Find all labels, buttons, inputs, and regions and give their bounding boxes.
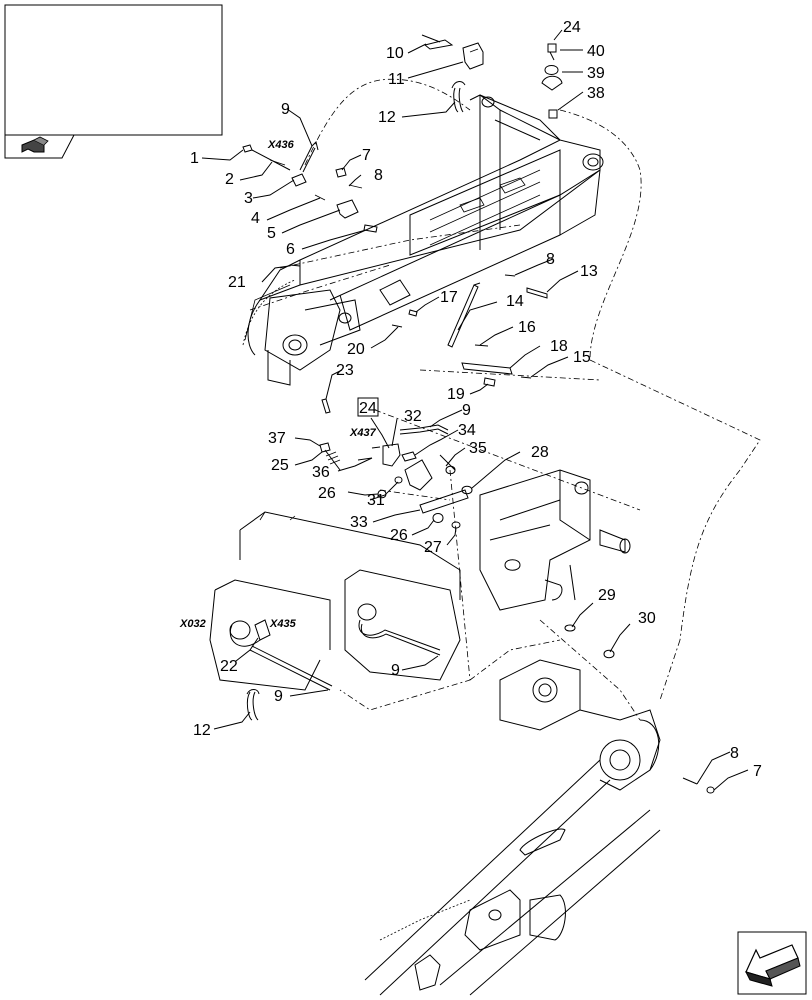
callout-22[interactable]: 22 [220, 658, 238, 675]
callout-29[interactable]: 29 [598, 587, 616, 604]
callout-25[interactable]: 25 [271, 457, 289, 474]
callout-9b[interactable]: 9 [462, 402, 471, 419]
callout-18[interactable]: 18 [550, 338, 568, 355]
callout-6[interactable]: 6 [286, 241, 295, 258]
callout-7a[interactable]: 7 [362, 147, 371, 164]
callout-8c[interactable]: 8 [730, 745, 739, 762]
sensor-linkage-assembly [319, 398, 473, 529]
connector-labels: X436 X437 X032 X435 [179, 139, 377, 630]
callout-28[interactable]: 28 [531, 444, 549, 461]
pivot-bracket-left [242, 279, 361, 386]
callout-21[interactable]: 21 [228, 274, 246, 291]
leader-lines [201, 29, 749, 791]
callout-31[interactable]: 31 [367, 492, 385, 509]
callout-8a[interactable]: 8 [374, 167, 383, 184]
harness-thumbnail-icon [21, 136, 49, 153]
callout-2[interactable]: 2 [225, 171, 234, 188]
callout-24b[interactable]: 24 [359, 400, 377, 417]
middle-parts [391, 274, 548, 387]
callout-1[interactable]: 1 [190, 150, 199, 167]
callout-23[interactable]: 23 [336, 362, 354, 379]
callout-38[interactable]: 38 [587, 85, 605, 102]
callout-15[interactable]: 15 [573, 349, 591, 366]
callout-26a[interactable]: 26 [318, 485, 336, 502]
top-parts [421, 34, 563, 119]
connector-x435: X435 [269, 618, 297, 630]
callout-13[interactable]: 13 [580, 263, 598, 280]
callout-9a[interactable]: 9 [281, 101, 290, 118]
callout-39[interactable]: 39 [587, 65, 605, 82]
callout-24a[interactable]: 24 [563, 19, 581, 36]
navigation-arrow-icon[interactable] [737, 931, 807, 995]
connector-x032: X032 [179, 618, 206, 630]
callout-4[interactable]: 4 [251, 210, 260, 227]
callout-36[interactable]: 36 [312, 464, 330, 481]
callout-5[interactable]: 5 [267, 225, 276, 242]
callout-32[interactable]: 32 [404, 408, 422, 425]
callout-12b[interactable]: 12 [193, 722, 211, 739]
lower-shield-left [209, 511, 461, 721]
right-fasteners [682, 777, 715, 794]
callout-3[interactable]: 3 [244, 190, 253, 207]
middle-right-bracket [479, 469, 631, 659]
callout-14[interactable]: 14 [506, 293, 524, 310]
upper-frame-beam [258, 94, 604, 331]
callout-10[interactable]: 10 [386, 45, 404, 62]
callout-11[interactable]: 11 [388, 71, 405, 88]
callout-24b-box [357, 397, 379, 417]
callout-37[interactable]: 37 [268, 430, 286, 447]
callout-9c[interactable]: 9 [274, 688, 283, 705]
callout-34[interactable]: 34 [458, 422, 476, 439]
callout-35[interactable]: 35 [469, 440, 487, 457]
upper-left-small-parts [242, 141, 378, 267]
callout-26b[interactable]: 26 [390, 527, 408, 544]
callout-40[interactable]: 40 [587, 43, 605, 60]
callout-30[interactable]: 30 [638, 610, 656, 627]
callout-17[interactable]: 17 [440, 289, 458, 306]
callout-19[interactable]: 19 [447, 386, 465, 403]
connector-x437: X437 [349, 427, 377, 439]
lower-right-frame [364, 659, 661, 996]
thumbnail-frame[interactable] [4, 4, 223, 159]
callout-8b[interactable]: 8 [546, 251, 555, 268]
callout-27[interactable]: 27 [424, 539, 442, 556]
callout-33[interactable]: 33 [350, 514, 368, 531]
callout-labels: 24 40 39 38 10 11 12 9 1 2 3 4 5 6 7 8 2… [190, 19, 762, 780]
callout-7b[interactable]: 7 [753, 763, 762, 780]
callout-20[interactable]: 20 [347, 341, 365, 358]
callout-12a[interactable]: 12 [378, 109, 396, 126]
callout-9d[interactable]: 9 [391, 662, 400, 679]
callout-16[interactable]: 16 [518, 319, 536, 336]
connector-x436: X436 [267, 139, 295, 151]
